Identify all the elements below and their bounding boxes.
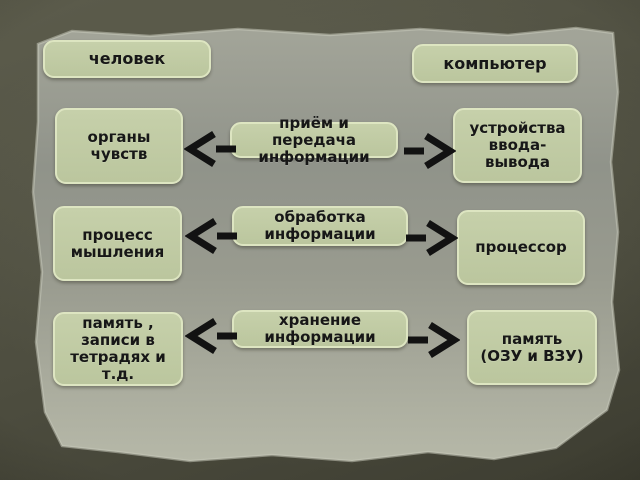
node-sense-organs: органы чувств xyxy=(55,108,183,184)
arrow-right-icon xyxy=(406,321,460,359)
node-information-processing-label: обработка информации xyxy=(264,208,376,243)
node-human-memory: память , записи в тетрадях и т.д. xyxy=(53,312,183,386)
arrow-left-icon xyxy=(185,217,239,255)
node-reception-transfer: приём и передача информации xyxy=(230,114,398,165)
node-processor: процессор xyxy=(457,210,585,285)
node-human-label: человек xyxy=(88,49,166,68)
arrow-left-icon xyxy=(185,317,239,355)
node-human: человек xyxy=(43,40,211,78)
node-information-storage: хранение информации xyxy=(232,310,408,348)
node-processor-label: процессор xyxy=(475,238,567,256)
node-thinking-process-label: процесс мышления xyxy=(70,225,165,261)
node-computer: компьютер xyxy=(412,44,578,83)
node-human-memory-label: память , записи в тетрадях и т.д. xyxy=(70,314,166,383)
node-computer-label: компьютер xyxy=(443,53,547,73)
node-io-devices: устройства ввода- вывода xyxy=(453,108,582,183)
arrow-right-icon xyxy=(402,132,456,170)
node-computer-memory-label: память (ОЗУ и ВЗУ) xyxy=(480,329,584,365)
node-sense-organs-label: органы чувств xyxy=(87,128,151,163)
node-io-devices-label: устройства ввода- вывода xyxy=(469,119,566,171)
node-computer-memory: память (ОЗУ и ВЗУ) xyxy=(467,310,597,385)
arrow-right-icon xyxy=(404,219,458,257)
node-reception-transfer-label: приём и передача информации xyxy=(258,113,370,166)
node-thinking-process: процесс мышления xyxy=(53,206,182,281)
arrow-left-icon xyxy=(184,130,238,168)
node-information-storage-label: хранение информации xyxy=(264,311,376,346)
node-information-processing: обработка информации xyxy=(232,206,408,246)
